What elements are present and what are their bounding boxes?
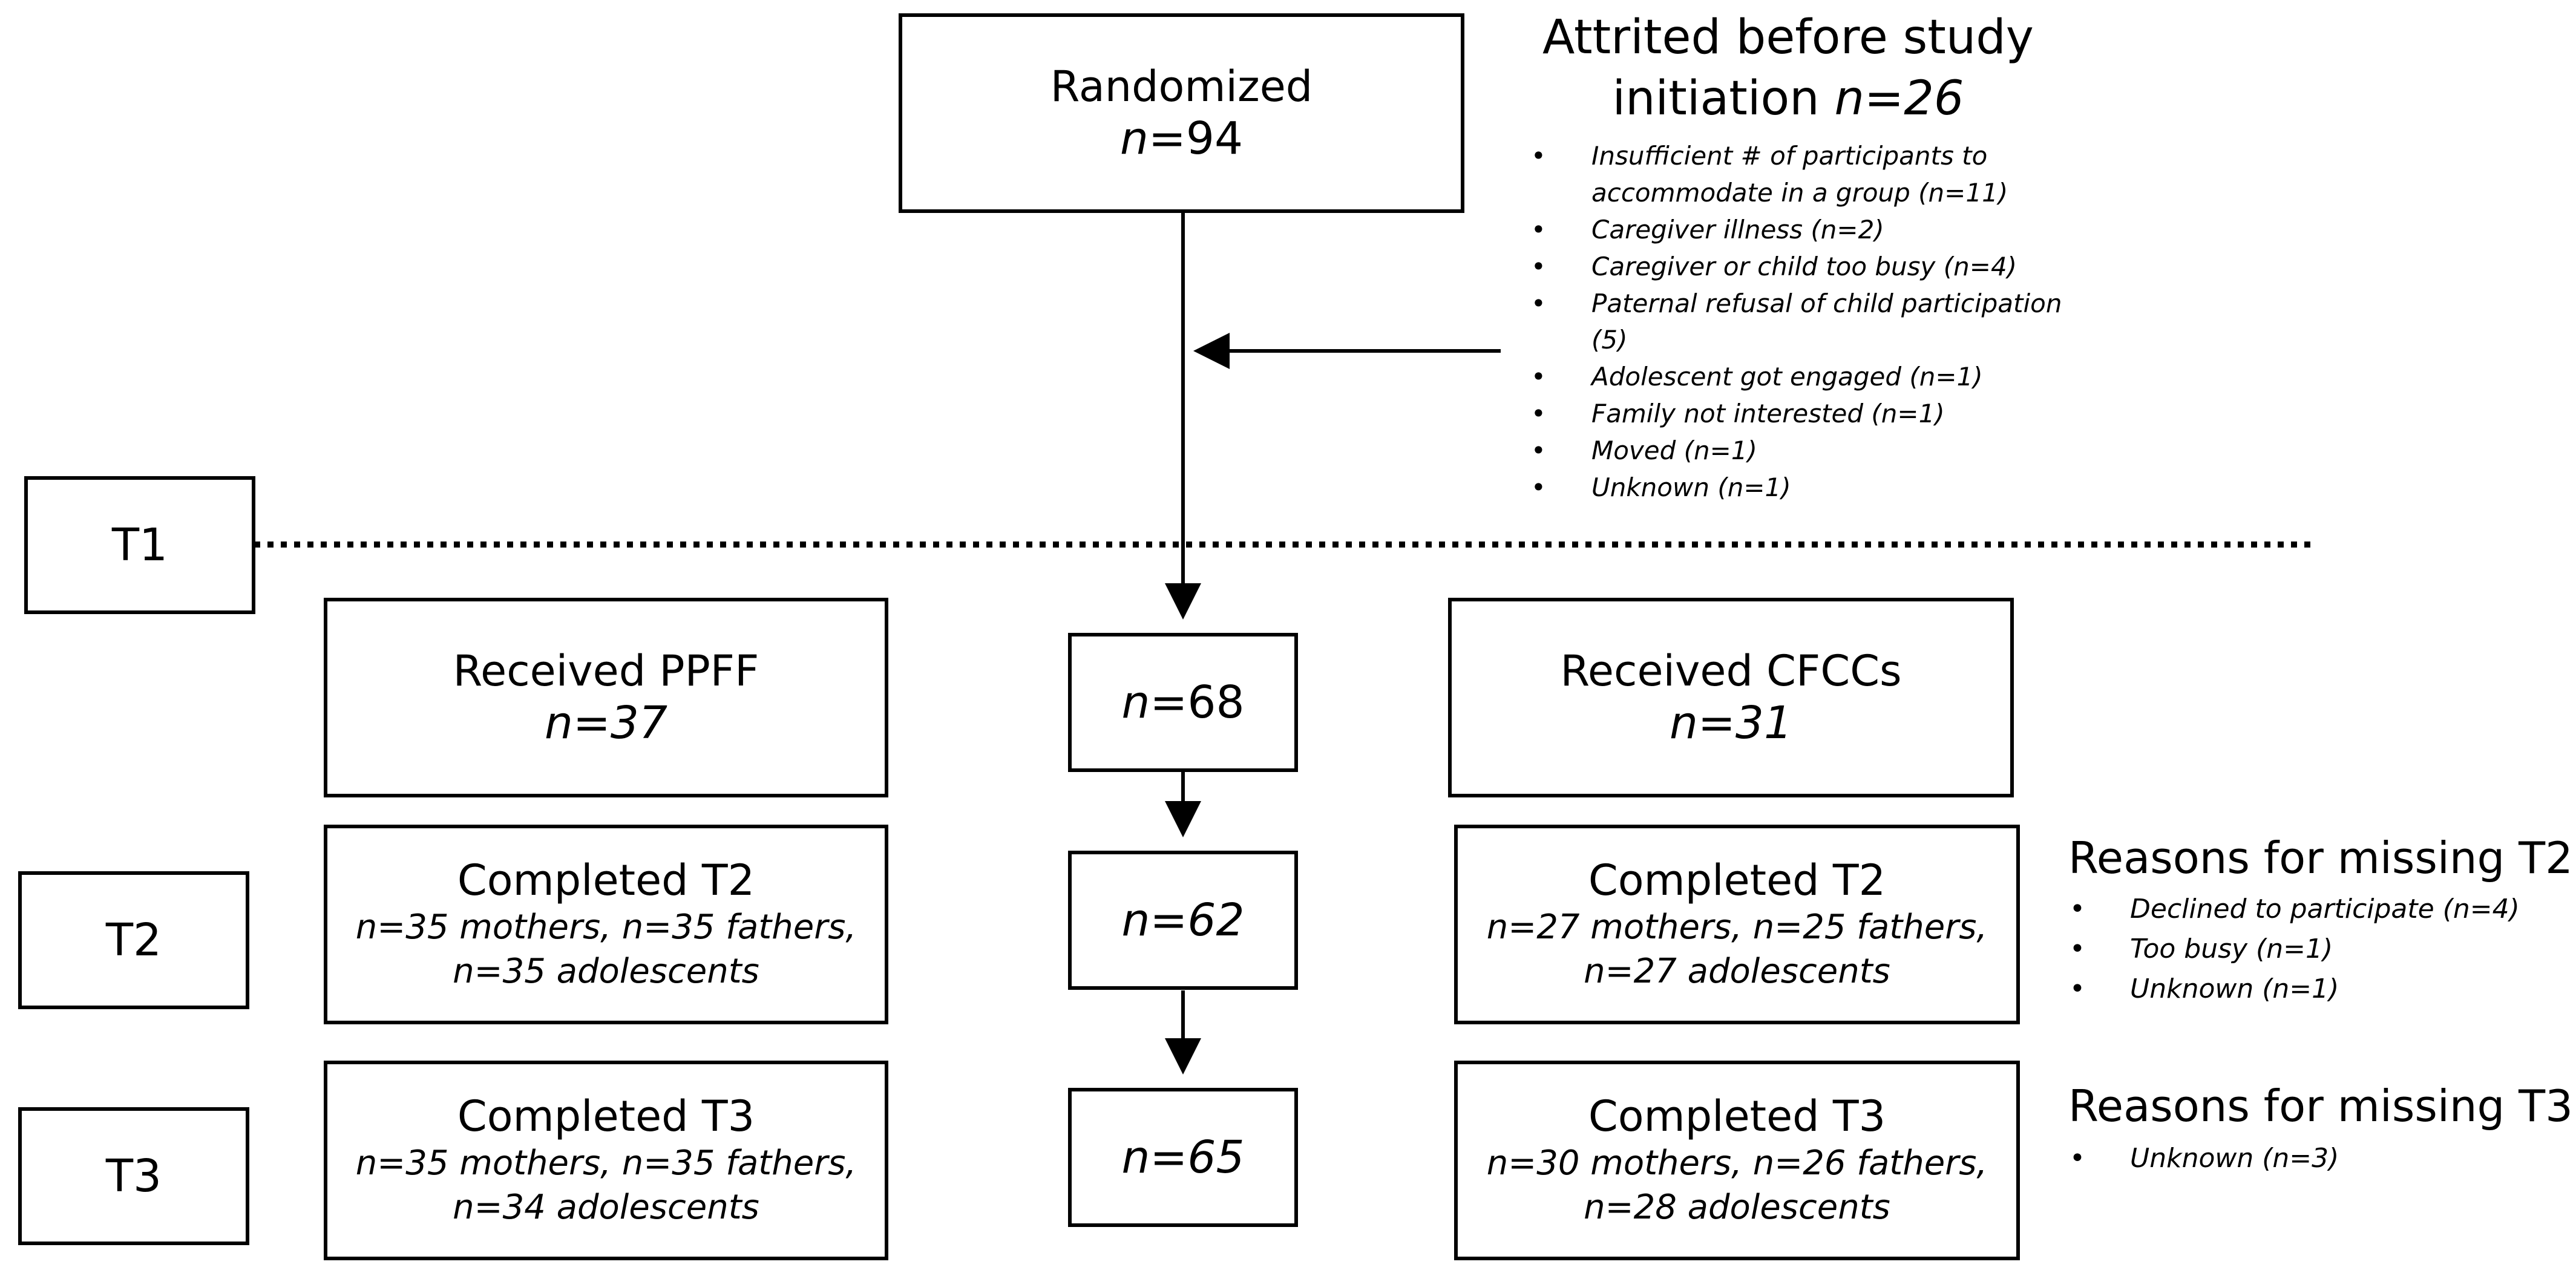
t2-box: T2 xyxy=(18,871,249,1009)
list-item: Insufficient # of participants to accomm… xyxy=(1531,138,2063,212)
randomized-count: n=94 xyxy=(1119,112,1244,165)
attrition-reasons-list: Insufficient # of participants to accomm… xyxy=(1531,138,2063,506)
ppff-t2-title: Completed T2 xyxy=(457,856,755,906)
cfccs-t3-box: Completed T3 n=30 mothers, n=26 fathers,… xyxy=(1454,1061,2020,1260)
cfccs-t2-title: Completed T2 xyxy=(1588,856,1886,906)
t2-label: T2 xyxy=(105,914,162,966)
ppff-t2-box: Completed T2 n=35 mothers, n=35 fathers,… xyxy=(324,825,888,1024)
ppff-t3-title: Completed T3 xyxy=(457,1091,755,1142)
list-item: Caregiver or child too busy (n=4) xyxy=(1531,249,2063,286)
cfccs-t3-counts-line1: n=30 mothers, n=26 fathers, xyxy=(1486,1143,1988,1183)
list-item: Moved (n=1) xyxy=(1531,433,2063,470)
list-item: Too busy (n=1) xyxy=(2070,929,2566,969)
attrition-heading: Attrited before study initiation n=26 xyxy=(1542,10,2034,126)
list-item: Paternal refusal of child participation … xyxy=(1531,286,2063,359)
missing-t2-heading: Reasons for missing T2 xyxy=(2068,833,2573,883)
list-item: Declined to participate (n=4) xyxy=(2070,889,2566,929)
cfccs-t3-counts-line2: n=28 adolescents xyxy=(1584,1188,1890,1227)
cfccs-received-box: Received CFCCs n=31 xyxy=(1448,598,2014,797)
t1-box: T1 xyxy=(24,476,255,614)
missing-t2-reasons-list: Declined to participate (n=4) Too busy (… xyxy=(2070,889,2566,1009)
t1-label: T1 xyxy=(111,519,168,571)
ppff-t2-counts-line2: n=35 adolescents xyxy=(453,952,759,991)
cfccs-t2-counts-line1: n=27 mothers, n=25 fathers, xyxy=(1486,908,1988,947)
cfccs-t2-box: Completed T2 n=27 mothers, n=25 fathers,… xyxy=(1454,825,2020,1024)
t3-label: T3 xyxy=(105,1150,162,1202)
list-item: Unknown (n=1) xyxy=(2070,969,2566,1009)
list-item: Caregiver illness (n=2) xyxy=(1531,212,2063,249)
missing-t3-heading: Reasons for missing T3 xyxy=(2068,1081,2573,1131)
randomized-box: Randomized n=94 xyxy=(899,13,1464,213)
randomized-title: Randomized xyxy=(1050,61,1313,111)
n68-count: n=68 xyxy=(1121,676,1245,728)
n62-box: n=62 xyxy=(1068,851,1298,990)
ppff-t3-counts-line1: n=35 mothers, n=35 fathers, xyxy=(355,1143,857,1183)
ppff-t3-counts-line2: n=34 adolescents xyxy=(453,1188,759,1227)
cfccs-t2-counts-line2: n=27 adolescents xyxy=(1584,952,1890,991)
list-item: Family not interested (n=1) xyxy=(1531,396,2063,433)
ppff-t2-counts-line1: n=35 mothers, n=35 fathers, xyxy=(355,908,857,947)
n62-count: n=62 xyxy=(1121,894,1245,946)
cfccs-received-count: n=31 xyxy=(1669,696,1793,749)
ppff-received-title: Received PPFF xyxy=(453,646,759,696)
ppff-received-count: n=37 xyxy=(544,696,668,749)
list-item: Adolescent got engaged (n=1) xyxy=(1531,359,2063,396)
n65-count: n=65 xyxy=(1121,1131,1245,1183)
cfccs-t3-title: Completed T3 xyxy=(1588,1091,1886,1142)
n65-box: n=65 xyxy=(1068,1088,1298,1227)
ppff-t3-box: Completed T3 n=35 mothers, n=35 fathers,… xyxy=(324,1061,888,1260)
n68-box: n=68 xyxy=(1068,633,1298,772)
t3-box: T3 xyxy=(18,1107,249,1245)
ppff-received-box: Received PPFF n=37 xyxy=(324,598,888,797)
cfccs-received-title: Received CFCCs xyxy=(1560,646,1902,696)
list-item: Unknown (n=3) xyxy=(2070,1139,2566,1179)
list-item: Unknown (n=1) xyxy=(1531,470,2063,506)
missing-t3-reasons-list: Unknown (n=3) xyxy=(2070,1139,2566,1179)
